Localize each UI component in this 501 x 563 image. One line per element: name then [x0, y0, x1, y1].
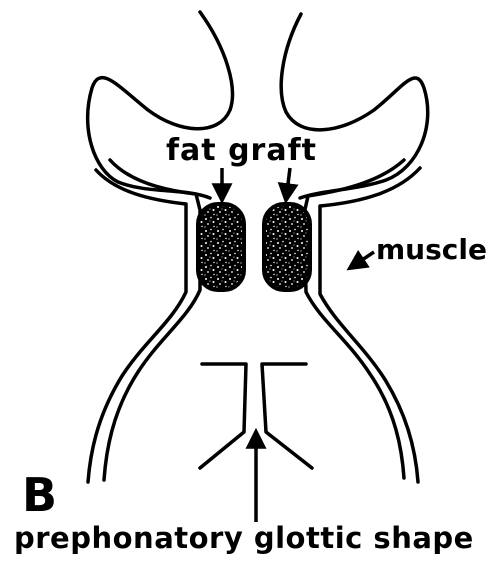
fat-graft-arrow-right — [286, 168, 290, 200]
glottic-shape-label: prephonatory glottic shape — [14, 524, 474, 553]
laryngeal-wall-outer-left — [88, 170, 186, 482]
glottis-left-fold — [200, 364, 246, 468]
muscle-label: muscle — [376, 236, 487, 264]
panel-letter: B — [22, 472, 57, 518]
fat-graft-right — [264, 204, 310, 290]
fat-graft-left — [198, 204, 244, 290]
fat-graft-label: fat graft — [166, 136, 317, 166]
epiglottis-outline — [88, 12, 233, 198]
muscle-arrow — [350, 252, 374, 268]
glottis-right-fold — [262, 364, 312, 468]
epiglottis-outline-right — [281, 14, 428, 198]
laryngeal-wall-outer-right — [320, 168, 420, 482]
